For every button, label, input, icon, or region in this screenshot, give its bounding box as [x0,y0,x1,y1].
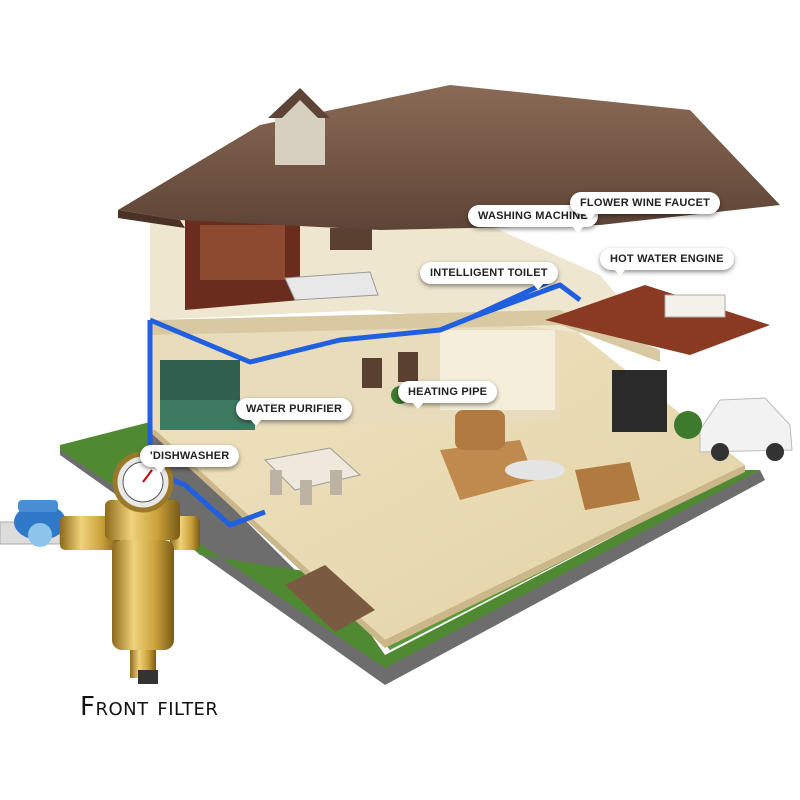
filter-head [105,500,180,540]
tv [612,370,667,432]
floor-edge [150,425,745,648]
dining-set [263,447,362,505]
wall-art-2 [398,352,418,382]
water-meter [14,500,66,547]
front-filter-title: Front filter [80,692,219,722]
living-room-sofas [440,410,640,510]
car [699,397,793,461]
upper-floor-slab [150,310,660,362]
heating-pipe-label: Heating pipe [398,381,498,409]
office-desk [284,271,379,301]
front-filter-assembly [0,451,200,684]
washing-machine-label: Washing machine [468,205,598,233]
garden-path [285,565,375,632]
dishwasher-label: 'dishwasher [140,445,240,473]
drain-valve [138,670,158,684]
bed [664,294,726,318]
hot-water-engine-label: Hot water engine [600,248,734,276]
study-shelves [200,225,285,280]
wall-art-1 [362,358,382,388]
filter-housing [112,540,174,650]
bedroom-floor [545,285,770,355]
upper-wall-art [330,228,372,250]
flower-wine-faucet-label: Flower wine faucet [570,192,721,220]
water-purifier-label: Water purifier [236,398,353,426]
intelligent-toilet-label: Intelligent toilet [420,262,558,290]
